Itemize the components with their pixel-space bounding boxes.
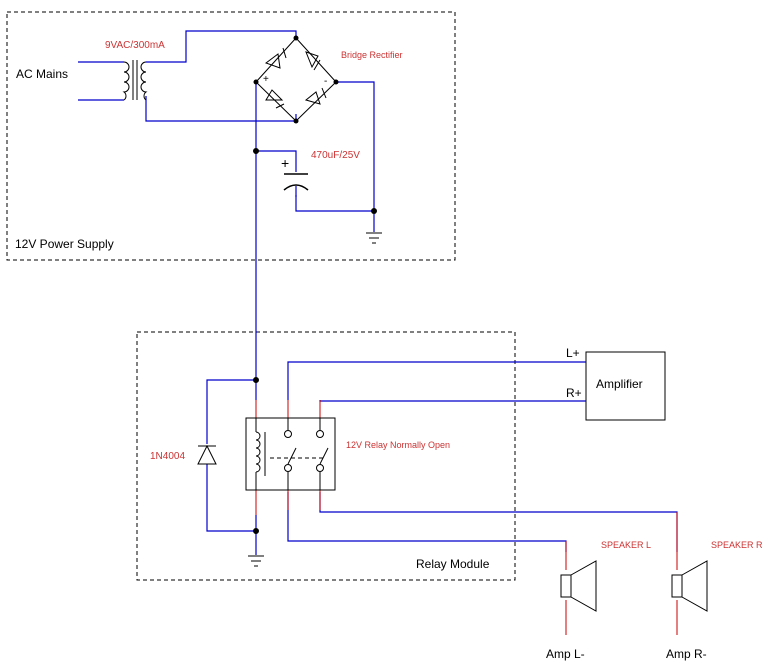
capacitor-icon [283,173,309,197]
amp-r-minus-label: Amp R- [666,647,707,661]
relay-icon [245,417,336,491]
wire-diode-top [206,379,256,444]
amplifier-box [585,351,666,421]
speaker-l-label: SPEAKER L [601,540,651,550]
bridge-minus-label: - [324,76,327,87]
bridge-rectifier-icon [255,37,337,122]
bridge-rectifier-label: Bridge Rectifier [341,50,403,60]
capacitor-plus-label: + [281,155,289,171]
capacitor-rating-label: 470uF/25V [311,150,360,161]
wire-r-plus [319,400,586,402]
amplifier-title: Amplifier [596,377,643,391]
diode-icon [197,444,217,465]
transformer-rating-label: 9VAC/300mA [105,40,165,51]
power-supply-title: 12V Power Supply [15,237,114,251]
wire-speaker-l [287,492,567,552]
ground-icon [248,555,264,567]
relay-rating-label: 12V Relay Normally Open [346,440,450,450]
wire-sec-top [146,30,297,63]
diode-part-label: 1N4004 [150,451,185,462]
wire-cap-plus [256,150,297,172]
red-leads [255,400,678,635]
bridge-plus-label: + [263,74,269,85]
ground-icon [366,232,382,244]
wire-l-plus [287,361,586,400]
power-supply-box [6,11,456,261]
wire-bridge-minus [336,81,375,211]
speaker-r-label: SPEAKER R [711,540,763,550]
amp-r-plus-label: R+ [566,386,582,400]
transformer-icon [122,60,148,101]
wire-sec-bottom [145,96,297,122]
ac-mains-label: AC Mains [16,67,68,81]
speaker-r-icon [671,560,708,612]
amp-l-minus-label: Amp L- [546,647,585,661]
speaker-l-icon [560,560,597,612]
wire-cap-minus [295,195,374,212]
relay-module-title: Relay Module [416,557,490,571]
relay-module-box [136,331,516,581]
wire-diode-bottom [206,464,256,532]
wires [78,30,678,555]
amp-l-plus-label: L+ [566,346,580,360]
